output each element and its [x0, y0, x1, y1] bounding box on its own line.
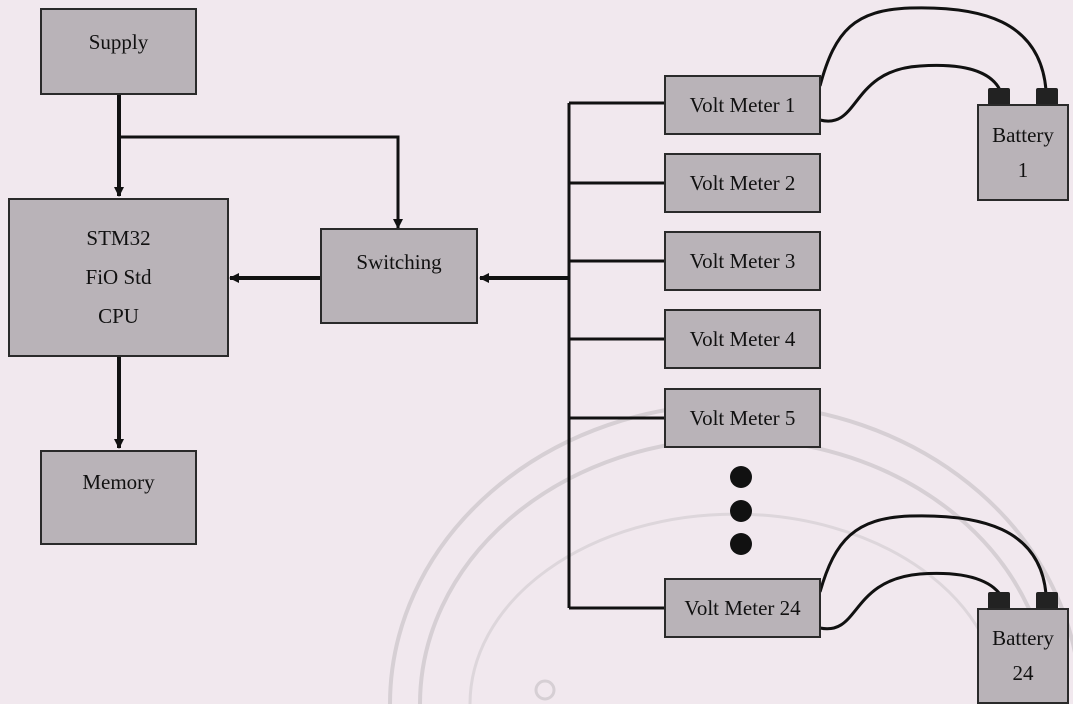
battery-number: 24: [1012, 661, 1034, 685]
supply-to-switching-arrow: [119, 135, 403, 229]
volt-meter-label: Volt Meter 4: [689, 326, 796, 351]
memory-block: Memory: [40, 450, 197, 545]
ellipsis-dot: [730, 500, 752, 522]
battery1-wire: [819, 63, 1002, 123]
volt-meter-1: Volt Meter 1: [664, 75, 821, 135]
battery24-terminal: [988, 592, 1010, 610]
switching-label: Switching: [356, 250, 442, 274]
cpu-label-line2: FiO Std: [85, 265, 152, 289]
volt-meter-label: Volt Meter 24: [684, 595, 801, 620]
volt-meter-label: Volt Meter 2: [689, 170, 796, 195]
ellipsis-dot: [730, 466, 752, 488]
volt-meter-3: Volt Meter 3: [664, 231, 821, 291]
battery-24: Battery 24: [977, 608, 1069, 704]
supply-label: Supply: [88, 30, 149, 54]
switching-block: Switching: [320, 228, 478, 324]
battery24-wire: [818, 514, 1048, 595]
battery1-terminal: [1036, 88, 1058, 106]
cpu-label-line3: CPU: [98, 304, 139, 328]
battery1-wire: [818, 6, 1048, 91]
memory-label: Memory: [82, 470, 155, 494]
battery24-wire: [819, 571, 1002, 631]
battery-1: Battery 1: [977, 104, 1069, 201]
ellipsis-dot: [730, 533, 752, 555]
battery24-terminal: [1036, 592, 1058, 610]
battery-number: 1: [1017, 157, 1029, 182]
cpu-block: STM32 FiO Std CPU: [8, 198, 229, 357]
volt-meter-2: Volt Meter 2: [664, 153, 821, 213]
volt-meter-label: Volt Meter 1: [689, 92, 796, 117]
volt-meter-5: Volt Meter 5: [664, 388, 821, 448]
battery1-terminal: [988, 88, 1010, 106]
battery-label: Battery: [992, 626, 1054, 650]
supply-block: Supply: [40, 8, 197, 95]
volt-meter-24: Volt Meter 24: [664, 578, 821, 638]
volt-meter-4: Volt Meter 4: [664, 309, 821, 369]
volt-meter-label: Volt Meter 5: [689, 405, 796, 430]
cpu-label-line1: STM32: [86, 226, 151, 250]
battery-label: Battery: [992, 122, 1054, 147]
volt-meter-label: Volt Meter 3: [689, 248, 796, 273]
